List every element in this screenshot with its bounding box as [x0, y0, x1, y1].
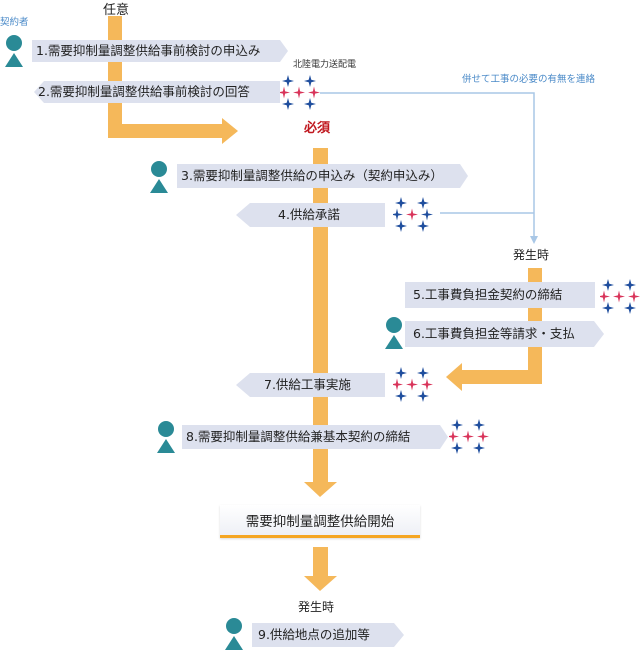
person-icon — [150, 161, 168, 193]
label-when-occurs: 発生時 — [298, 600, 335, 614]
note-line-1 — [320, 92, 535, 236]
flow-line-side-horizontal — [460, 370, 542, 384]
flow-arrow-down-2 — [304, 576, 337, 591]
flow-arrow-right — [222, 118, 238, 144]
label-power-company: 北陸電力送配電 — [293, 60, 357, 70]
flow-line-horizontal — [108, 124, 222, 138]
step-2-label: 2.需要抑制量調整供給事前検討の回答 — [38, 84, 250, 99]
note-arrow — [530, 236, 538, 244]
step-7-label: 7.供給工事実施 — [264, 377, 351, 392]
step-9-label: 9.供給地点の追加等 — [258, 627, 370, 642]
label-together-note: 併せて工事の必要の有無を連絡 — [462, 74, 596, 85]
label-optional: 任意 — [103, 3, 130, 18]
person-icon — [157, 421, 175, 453]
flow-line-optional — [108, 16, 122, 138]
person-icon — [385, 317, 403, 349]
step-7-box — [236, 373, 385, 397]
person-icon — [225, 618, 243, 650]
label-required: 必須 — [304, 121, 331, 136]
step-3-label: 3.需要抑制量調整供給の申込み（契約申込み） — [181, 168, 443, 183]
power-company-icon — [393, 367, 433, 402]
step-9-box — [252, 623, 404, 647]
step-3-box — [177, 164, 468, 188]
flow-arrow-left-side — [446, 363, 462, 391]
flow-line-main — [313, 148, 328, 482]
supply-start-box: 需要抑制量調整供給開始 — [220, 505, 420, 538]
supply-start-label: 需要抑制量調整供給開始 — [245, 514, 395, 530]
step-8-box — [182, 425, 448, 449]
label-when-occurs: 発生時 — [513, 248, 550, 262]
power-company-icon — [600, 279, 640, 314]
step-1-box — [32, 40, 288, 62]
step-8-label: 8.需要抑制量調整供給兼基本契約の締結 — [186, 429, 411, 444]
step-6-label: 6.工事費負担金等請求・支払 — [413, 326, 575, 341]
person-icon — [5, 35, 23, 67]
step-6-box — [405, 321, 604, 347]
step-1-label: 1.需要抑制量調整供給事前検討の申込み — [36, 43, 261, 58]
power-company-icon — [280, 75, 320, 110]
power-company-icon — [449, 419, 489, 454]
flow-line-after-start — [313, 547, 328, 577]
step-5-box — [405, 282, 595, 308]
step-4-box — [236, 203, 385, 227]
step-4-label: 4.供給承諾 — [278, 207, 340, 222]
power-company-icon — [393, 197, 433, 232]
step-2-box — [34, 81, 280, 103]
step-5-label: 5.工事費負担金契約の締結 — [413, 287, 563, 302]
flow-arrow-down-1 — [304, 482, 337, 497]
label-contractor: 契約者 — [0, 17, 29, 28]
